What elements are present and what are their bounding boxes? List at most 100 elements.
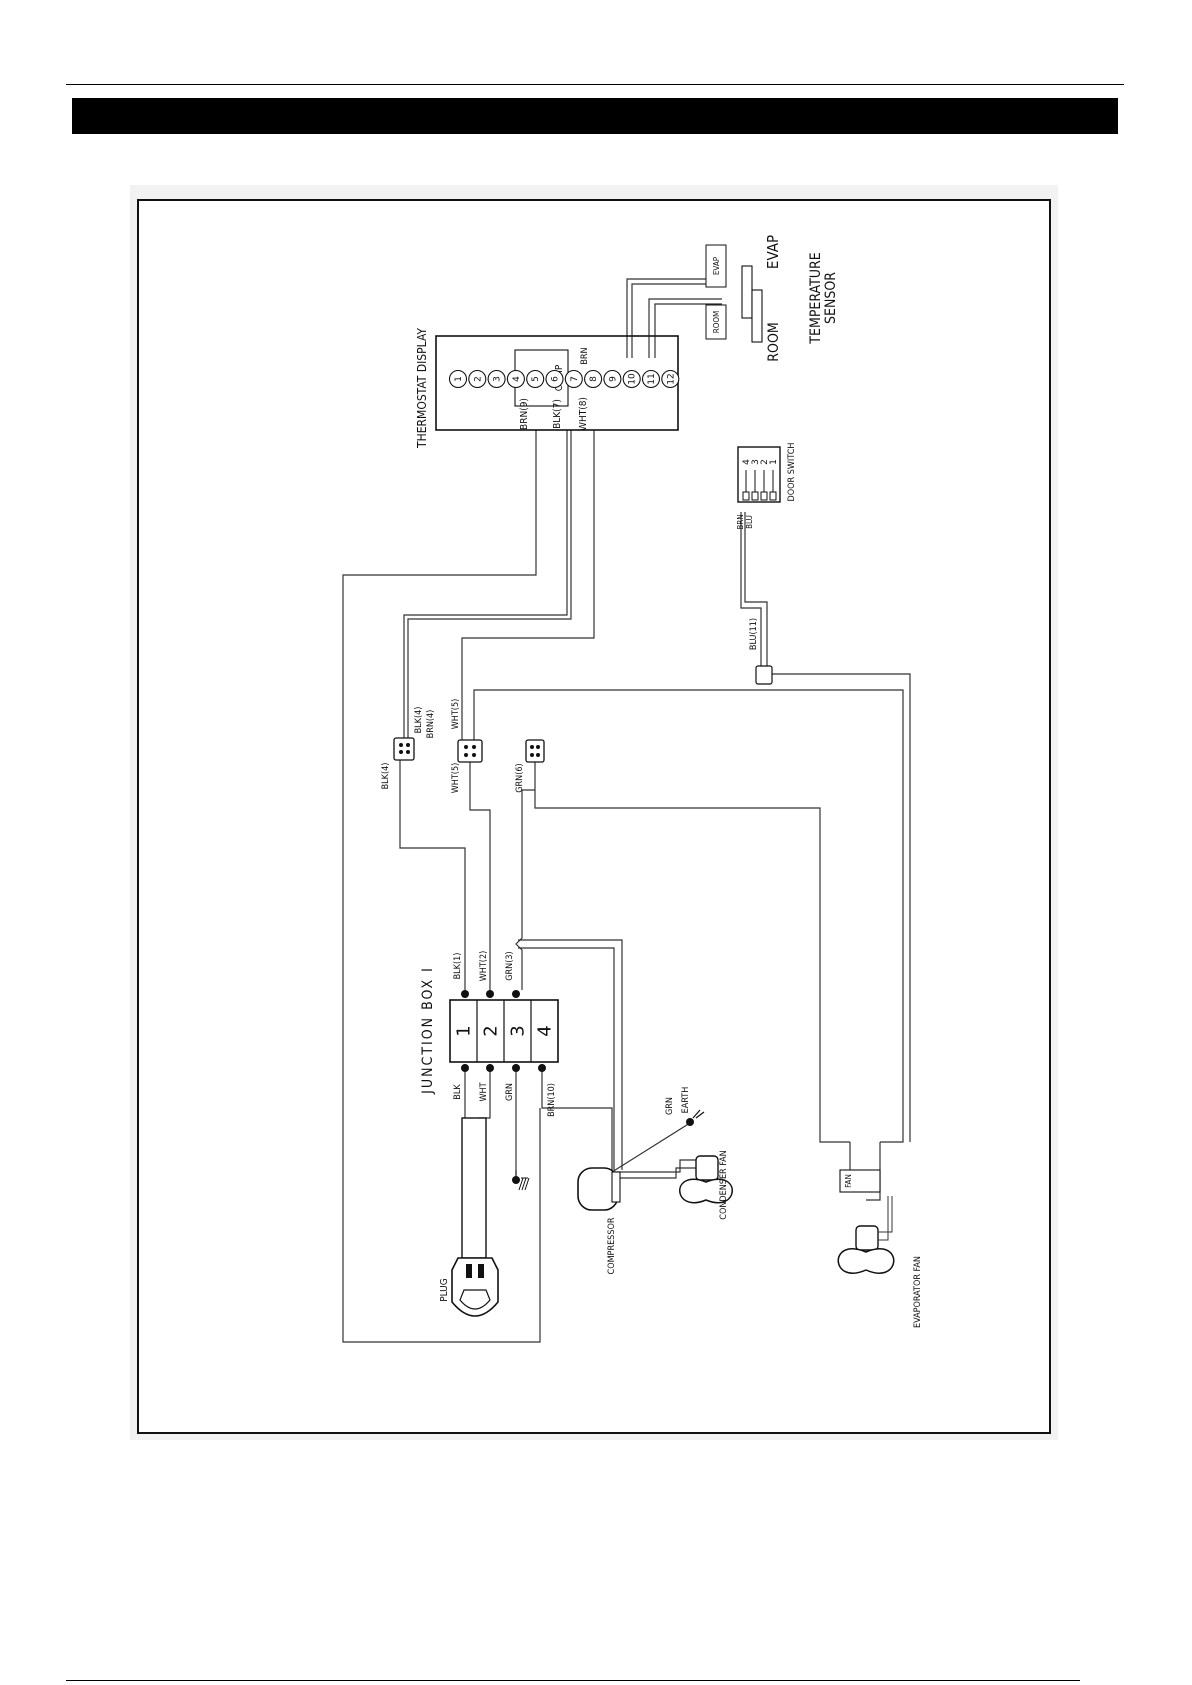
connector-blk4-left-label: BLK(4) [381, 763, 391, 790]
evaporator-fan-blades [837, 1248, 895, 1274]
wire-wht5-fan [473, 689, 904, 1143]
connector-brn4-label: BRN(4) [426, 710, 436, 739]
wire-sensor-4 [654, 303, 722, 358]
wire-wht8 [461, 430, 595, 740]
wires [342, 278, 911, 1343]
thermostat-terminal [468, 369, 487, 389]
thermostat-brn9-label: BRN(9) [519, 398, 530, 430]
thermostat-terminal-number: 3 [493, 376, 503, 382]
door-switch-pin-number: 2 [760, 459, 770, 465]
thermostat-blk7-label: BLK(7) [552, 399, 563, 429]
wire-sensor-3 [648, 298, 722, 358]
evaporator-fan: FAN EVAPORATOR FAN [837, 1169, 923, 1328]
wire-jb-brn10 [541, 1064, 613, 1170]
plug-cord [461, 1117, 487, 1259]
top-rule [66, 84, 1124, 85]
connector-wht5 [457, 739, 483, 763]
wire-door-brn [744, 512, 768, 668]
evaporator-fan-motor [855, 1225, 879, 1251]
door-switch-pin-terminal [751, 491, 759, 501]
evap-probe-label: EVAP [764, 235, 782, 269]
thermostat-terminal-number: 11 [647, 373, 657, 384]
door-switch-title: DOOR SWITCH [787, 443, 797, 502]
wire-sensor-2 [631, 283, 722, 358]
jb-left-label-wht: WHT [479, 1082, 489, 1101]
thermostat-terminal-number: 10 [628, 373, 638, 385]
thermostat-terminal-number: 2 [473, 376, 483, 382]
connector-wht5-left-label: WHT(5) [451, 763, 461, 794]
door-switch-pin-terminal [760, 491, 768, 501]
thermostat-terminal [603, 369, 622, 389]
fan-connector-label: FAN [844, 1174, 853, 1188]
thermostat-terminal-number: 6 [551, 376, 561, 382]
jb-right-label-2: WHT(2) [479, 951, 489, 982]
compressor-label: COMPRESSOR [607, 1217, 617, 1274]
thermostat-terminal-number: 9 [608, 376, 618, 382]
sensor-title-line1: TEMPERATURE [808, 252, 824, 344]
thermostat-terminal-number: 12 [666, 373, 676, 384]
jb-right-label-3: GRN(3) [505, 951, 515, 980]
thermostat-terminal [506, 369, 525, 389]
sensor-title-line2: SENSOR [823, 272, 839, 324]
room-sensor-box-label: ROOM [712, 311, 721, 334]
wire-blk7-b [407, 430, 572, 738]
room-probe-label: ROOM [766, 322, 782, 361]
jb-left-label-brn10: BRN(10) [547, 1083, 557, 1117]
condenser-fan: CONDENSER FAN [679, 1150, 733, 1220]
thermostat-terminal [545, 369, 564, 389]
thermostat-brn-label: BRN [580, 347, 590, 364]
wire-comp-earth [611, 1122, 691, 1173]
wire-evap-fan [866, 1142, 881, 1201]
door-switch-pin-number: 3 [751, 459, 761, 465]
junction-box-terminal-number: 2 [481, 1025, 502, 1036]
connector-blk4-right-label: BLK(4) [414, 707, 424, 734]
thermostat-terminal [487, 369, 506, 389]
compressor: COMPRESSOR GRN EARTH [577, 1087, 705, 1274]
door-blu11-connector [755, 665, 773, 685]
thermostat-terminal [584, 369, 603, 389]
evaporator-fan-label: EVAPORATOR FAN [913, 1256, 923, 1328]
wire-sensor-1 [626, 278, 722, 358]
junction-box-terminal-number: 3 [508, 1025, 529, 1036]
earth-label: EARTH [681, 1087, 691, 1114]
jb-left-label-blk: BLK [453, 1084, 463, 1100]
temperature-sensor: EVAP ROOM EVAP ROOM TEMPERATURE SENSOR [705, 235, 839, 362]
thermostat-terminal [661, 369, 680, 389]
connector-blk4 [393, 737, 415, 761]
plug: PLUG [439, 1117, 530, 1317]
wire-jb-comp-1 [518, 939, 623, 1170]
connector-wht5-right-label: WHT(5) [451, 699, 461, 730]
thermostat-terminal-number: 4 [512, 376, 522, 382]
thermostat-terminal [448, 369, 468, 389]
door-switch-pin-terminal [769, 491, 777, 501]
title-bar [72, 98, 1118, 134]
wire-jb-comp-2 [518, 947, 615, 1170]
wire-comp-cond [612, 1159, 697, 1173]
door-switch-pin-number: 1 [769, 459, 779, 465]
door-blu11-label: BLU(11) [749, 618, 759, 650]
junction-box-terminal-number: 1 [454, 1025, 475, 1036]
thermostat-terminal-number: 1 [454, 376, 464, 382]
room-probe [751, 289, 763, 343]
wire-door-blu [740, 512, 911, 1142]
diagram-frame [137, 199, 1051, 1434]
wire-blk7 [403, 430, 568, 738]
connector-grn6 [525, 739, 545, 763]
inline-connectors: BLK(4) BLK(4) BRN(4) WHT(5) WHT(5) GRN(6… [381, 699, 545, 794]
thermostat-terminal-number: 8 [589, 376, 599, 382]
condenser-fan-blades [679, 1178, 733, 1204]
thermostat-terminal [526, 369, 545, 389]
wire-grn6 [534, 762, 850, 1143]
wire-comp-cond-2 [612, 1167, 697, 1179]
evap-probe [741, 265, 753, 319]
condenser-fan-label: CONDENSER FAN [719, 1150, 729, 1219]
plug-label: PLUG [439, 1278, 450, 1302]
thermostat-terminal [622, 369, 641, 389]
connector-grn6-label: GRN(6) [515, 763, 525, 792]
junction-box-studs [461, 990, 546, 1072]
jb-right-label-1: BLK(1) [453, 953, 463, 980]
